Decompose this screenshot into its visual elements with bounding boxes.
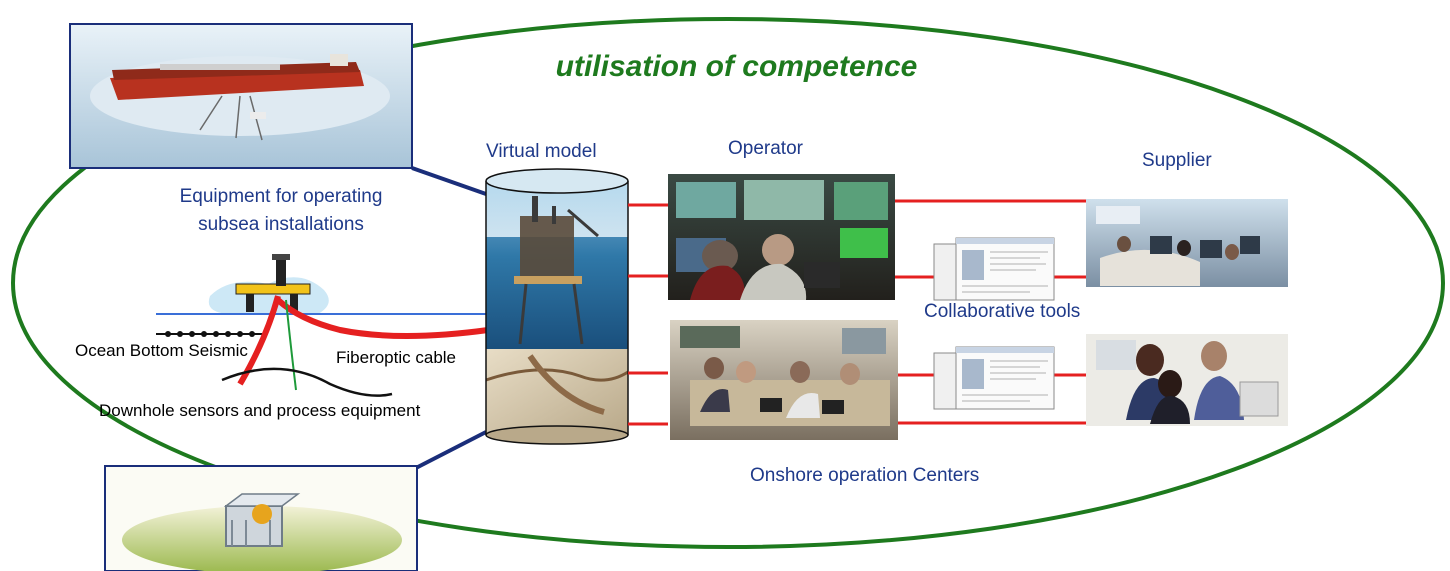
fiberoptic-cable-label: Fiberoptic cable	[336, 348, 457, 367]
operator-control-room-image	[668, 174, 895, 300]
connector-lines	[628, 199, 1086, 426]
collaborative-tool-screenshot-top	[933, 237, 1055, 301]
virtual-model-label: Virtual model	[486, 141, 597, 162]
supplier-office-image-bottom	[1086, 334, 1288, 426]
subsea-template-image	[104, 465, 418, 571]
diagram-title: utilisation of competence	[555, 50, 918, 83]
collaborative-tools-label: Collaborative tools	[924, 301, 1081, 322]
equipment-label-line2: subsea installations	[198, 214, 364, 235]
equipment-label-line1: Equipment for operating	[179, 186, 383, 207]
fpso-ship-image	[69, 23, 413, 169]
collaborative-tool-screenshot-bottom	[933, 346, 1055, 410]
ocean-bottom-seismic-label: Ocean Bottom Seismic	[75, 341, 248, 360]
operator-label: Operator	[728, 138, 803, 159]
supplier-office-image-top	[1086, 199, 1288, 287]
subsea-installation-illustration	[156, 254, 489, 397]
onshore-centers-label: Onshore operation Centers	[750, 465, 980, 486]
competence-ellipse	[11, 17, 1445, 549]
callout-line-top	[411, 166, 487, 196]
supplier-label: Supplier	[1142, 150, 1212, 171]
callout-line-bottom	[411, 430, 487, 472]
onshore-meeting-room-image	[670, 320, 898, 440]
virtual-model-cylinder	[485, 168, 629, 445]
downhole-sensors-label: Downhole sensors and process equipment	[99, 401, 421, 420]
